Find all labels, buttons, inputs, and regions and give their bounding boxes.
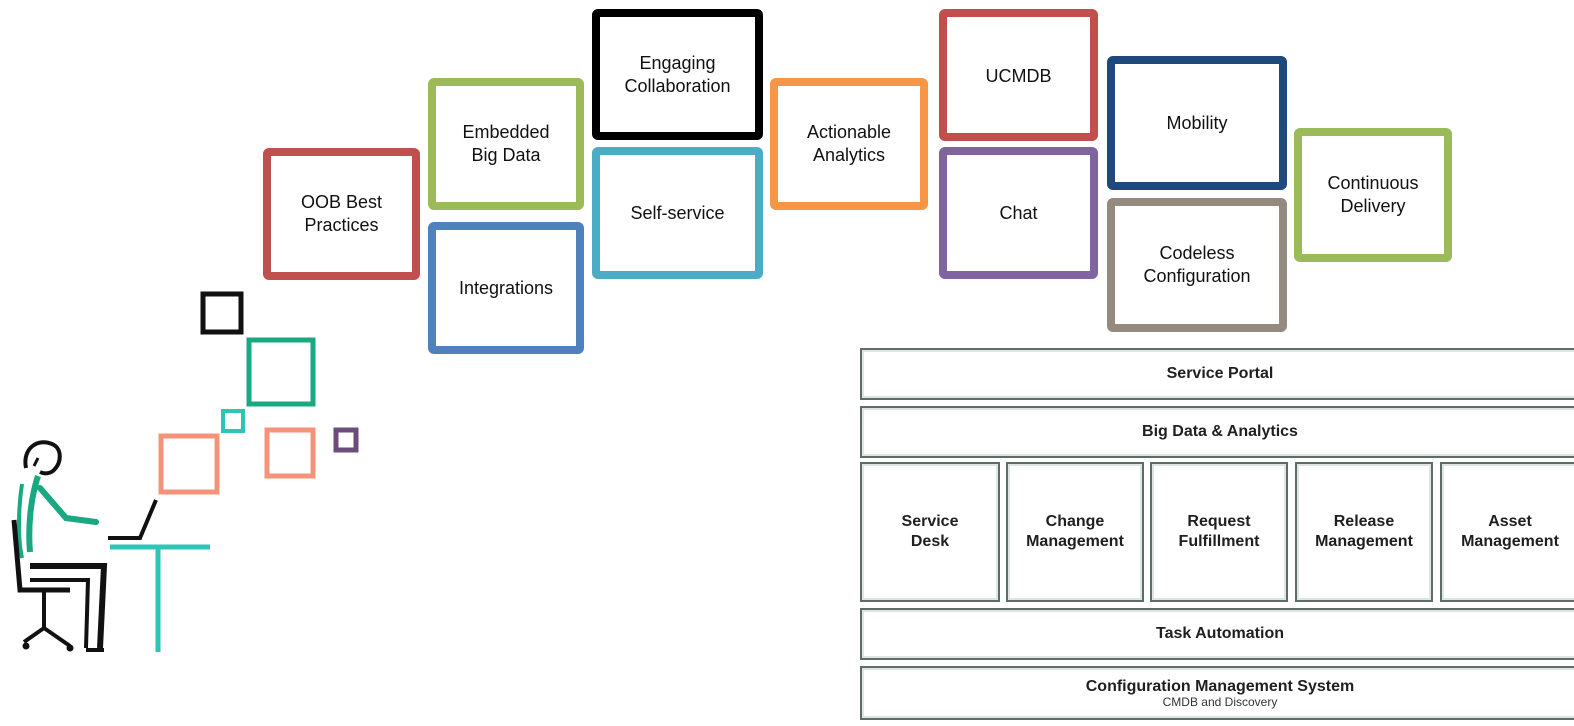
tile-actionable-analytics: Actionable Analytics bbox=[770, 78, 928, 210]
tile-codeless-configuration: Codeless Configuration bbox=[1107, 198, 1287, 332]
tile-oob-best-practices: OOB Best Practices bbox=[263, 148, 420, 280]
tile-embedded-big-data: Embedded Big Data bbox=[428, 78, 584, 210]
big-data-analytics-layer: Big Data & Analytics bbox=[860, 406, 1574, 458]
tile-chat: Chat bbox=[939, 147, 1098, 279]
torso bbox=[26, 475, 41, 553]
laptop bbox=[108, 499, 158, 540]
chair bbox=[11, 519, 70, 593]
green-square bbox=[246, 337, 316, 407]
person-at-desk-illustration bbox=[11, 291, 359, 652]
asset-management-module: Asset Management bbox=[1440, 462, 1574, 602]
cms-subtitle: CMDB and Discovery bbox=[1162, 694, 1278, 709]
tile-mobility: Mobility bbox=[1107, 56, 1287, 190]
task-automation-label: Task Automation bbox=[1155, 625, 1284, 642]
service-desk-module: Service Desk bbox=[860, 462, 1000, 602]
tile-integrations: Integrations bbox=[428, 222, 584, 354]
cms-title: Configuration Management System bbox=[1085, 677, 1355, 695]
tile-continuous-delivery: Continuous Delivery bbox=[1294, 128, 1452, 262]
salmon-square bbox=[158, 433, 220, 495]
release-management-module: Release Management bbox=[1295, 462, 1433, 602]
small-cyan-square bbox=[221, 409, 245, 433]
task-automation-layer: Task Automation bbox=[860, 608, 1574, 660]
architecture-stack: Service Portal Big Data & Analytics Serv… bbox=[860, 346, 1574, 726]
arm bbox=[37, 485, 99, 525]
black-square bbox=[200, 291, 244, 335]
service-portal-label: Service Portal bbox=[1166, 365, 1274, 382]
tile-engaging-collaboration: Engaging Collaboration bbox=[592, 9, 763, 140]
tile-self-service: Self-service bbox=[592, 147, 763, 279]
big-data-analytics-label: Big Data & Analytics bbox=[1142, 423, 1298, 440]
head bbox=[23, 440, 62, 476]
service-portal-layer: Service Portal bbox=[860, 348, 1574, 400]
change-management-module: Change Management bbox=[1006, 462, 1144, 602]
salmon-square-small bbox=[264, 427, 316, 479]
tile-ucmdb: UCMDB bbox=[939, 9, 1098, 141]
plum-square bbox=[333, 427, 359, 453]
request-fulfillment-module: Request Fulfillment bbox=[1150, 462, 1288, 602]
configuration-management-system-layer: Configuration Management System CMDB and… bbox=[860, 666, 1574, 720]
